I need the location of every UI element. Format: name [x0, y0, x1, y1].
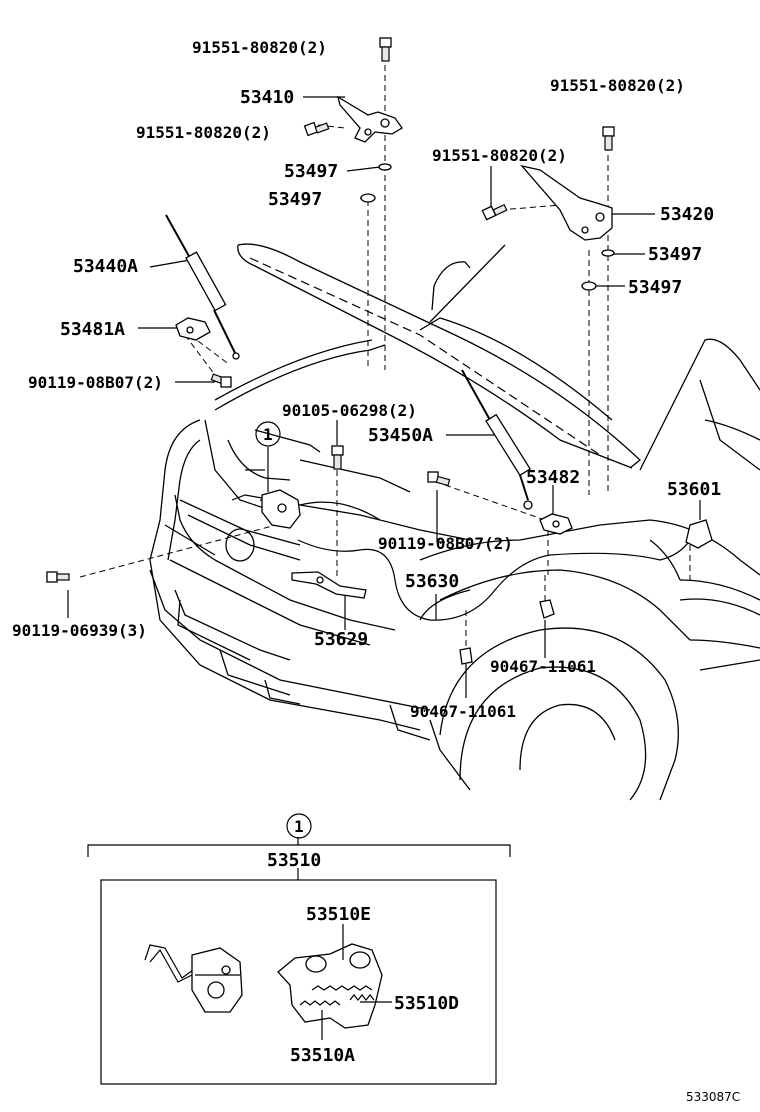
hood-lock-icon — [231, 489, 301, 529]
label-53410: 53410 — [240, 87, 294, 108]
label-53440A: 53440A — [73, 256, 138, 277]
hood-hinge-right-icon — [520, 164, 613, 241]
hood-lock-striker-icon — [685, 519, 713, 549]
diagram-code: 533087C — [686, 1090, 740, 1104]
label-53629: 53629 — [314, 629, 368, 650]
label-90119-08B07-mid: 90119-08B07(2) — [378, 534, 513, 553]
bolt-91551-top-icon — [379, 37, 392, 62]
hood-hinge-left-icon — [336, 95, 403, 143]
label-90105-06298: 90105-06298(2) — [282, 401, 417, 420]
bolt-91551-right-top-icon — [602, 126, 615, 151]
label-53497-c: 53497 — [648, 244, 702, 265]
washer-53497-d-icon — [581, 281, 597, 291]
hood-lock-cable — [297, 539, 691, 621]
label-53601: 53601 — [667, 479, 721, 500]
washer-53497-c-icon — [601, 249, 615, 257]
label-53481A: 53481A — [60, 319, 125, 340]
clamp-90467-right-icon — [539, 599, 555, 619]
washer-53497-b-icon — [360, 193, 376, 203]
bolt-91551-right-mid-icon — [481, 203, 508, 221]
label-53482: 53482 — [526, 467, 580, 488]
label-53497-b: 53497 — [268, 189, 322, 210]
label-53510A: 53510A — [290, 1045, 355, 1066]
support-bracket-right-icon — [539, 513, 573, 535]
assembly-lines — [79, 55, 691, 650]
label-53497-d: 53497 — [628, 277, 682, 298]
label-91551-right-top: 91551-80820(2) — [550, 76, 685, 95]
hood-lock-assembly-icon — [144, 944, 243, 1013]
hood-support-left-icon — [165, 214, 240, 360]
bolt-91551-left-icon — [303, 121, 330, 137]
lock-plate-springs-icon — [277, 943, 383, 1029]
callout-circle-inset — [286, 813, 312, 839]
hood-release-lever-icon — [291, 571, 367, 599]
label-53450A: 53450A — [368, 425, 433, 446]
label-91551-right-mid: 91551-80820(2) — [432, 146, 567, 165]
bolt-90119-06939-icon — [46, 571, 70, 583]
callout-marker-top-text: 1 — [263, 425, 273, 444]
label-53510: 53510 — [267, 850, 321, 871]
label-91551-top: 91551-80820(2) — [192, 38, 327, 57]
label-91551-left: 91551-80820(2) — [136, 123, 271, 142]
label-53497-a: 53497 — [284, 161, 338, 182]
washer-53497-a-icon — [378, 163, 392, 171]
bolt-90119-08B07-left-icon — [210, 373, 232, 388]
vehicle-body-outline — [149, 243, 760, 801]
hood-support-right-icon — [461, 369, 533, 510]
callout-circle-top — [255, 421, 281, 447]
label-53510E: 53510E — [306, 904, 371, 925]
label-53420: 53420 — [660, 204, 714, 225]
label-90119-08B07-left: 90119-08B07(2) — [28, 373, 163, 392]
label-53630: 53630 — [405, 571, 459, 592]
label-53510D: 53510D — [394, 993, 459, 1014]
label-90119-06939: 90119-06939(3) — [12, 621, 147, 640]
leader-lines — [67, 96, 701, 698]
bolt-90119-08B07-mid-icon — [427, 471, 451, 487]
label-90467-11061-right: 90467-11061 — [490, 657, 596, 676]
support-bracket-left-icon — [175, 317, 211, 341]
callout-marker-inset-text: 1 — [294, 817, 304, 836]
bolt-90105-icon — [331, 445, 344, 470]
label-90467-11061-low: 90467-11061 — [410, 702, 516, 721]
clamp-90467-low-icon — [459, 647, 473, 665]
